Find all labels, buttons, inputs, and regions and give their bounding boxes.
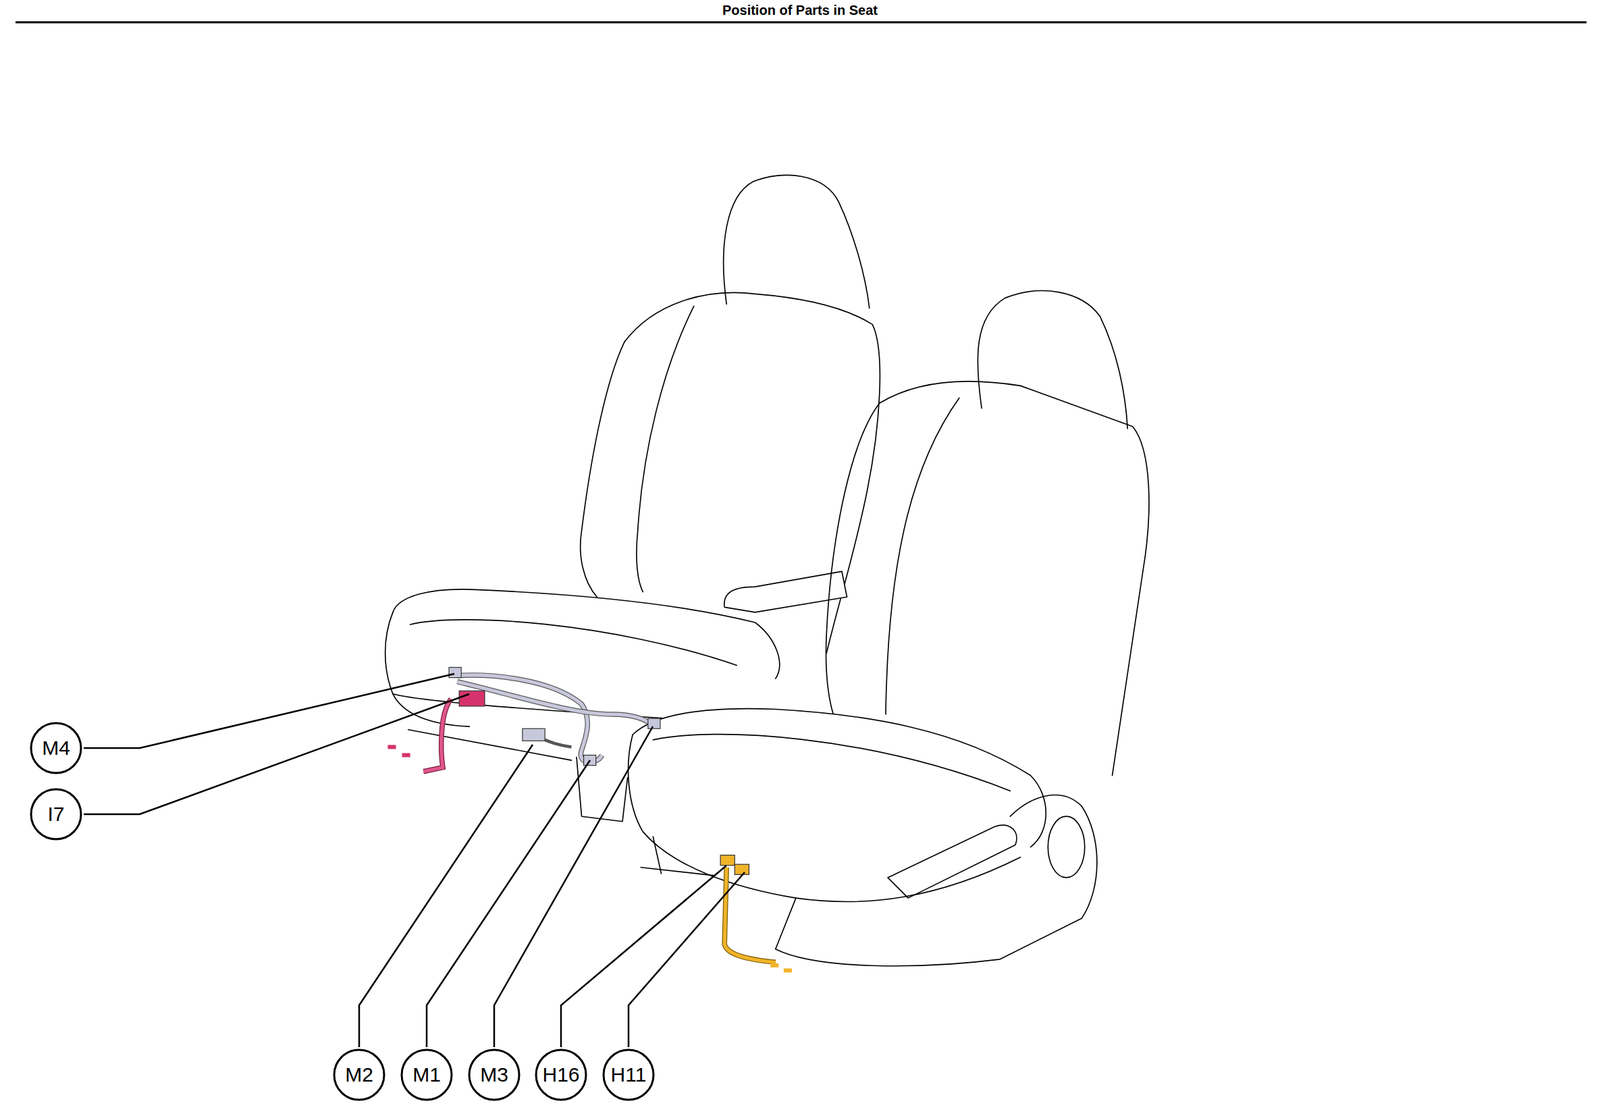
callout-text-wrap: I7 <box>29 787 83 841</box>
cushion-seam <box>652 734 1010 792</box>
cushion-seam <box>410 619 738 666</box>
seat-back-seam <box>636 305 695 592</box>
callout-circle: M2 <box>332 1048 386 1102</box>
seat-back <box>826 381 1150 776</box>
seat-back-seam <box>885 397 960 715</box>
leader-line <box>561 865 727 1048</box>
leader-line <box>359 744 533 1048</box>
circle-outline <box>603 1049 654 1100</box>
leader-line <box>83 673 455 749</box>
recliner-knob <box>1047 816 1085 878</box>
seat-cushion <box>392 589 780 679</box>
seat-cushion <box>628 734 1021 902</box>
callout-text-wrap: M2 <box>332 1048 386 1102</box>
side-panel <box>775 795 1098 967</box>
leader-lines <box>83 673 745 1048</box>
headrest <box>723 174 870 308</box>
callout-circle: M4 <box>29 721 83 775</box>
callout-circle: M1 <box>400 1048 453 1102</box>
callout-text-wrap: M1 <box>400 1048 453 1102</box>
callout-circle: M3 <box>467 1048 521 1102</box>
seat-back <box>624 292 880 653</box>
circle-outline <box>536 1049 586 1100</box>
callout-number: H11 <box>610 1064 647 1085</box>
callout-text-wrap: M3 <box>467 1048 521 1102</box>
seat-drawing <box>385 174 1150 966</box>
circle-outline <box>31 723 82 773</box>
leader-line <box>494 726 653 1048</box>
callout-circle: I7 <box>29 787 83 841</box>
callout-circle: H11 <box>602 1048 655 1102</box>
callout-number: I7 <box>47 804 65 825</box>
callout-circle: H16 <box>534 1048 588 1102</box>
seat-cushion <box>632 708 1046 848</box>
circle-outline <box>401 1049 452 1100</box>
callout-text-wrap: H11 <box>602 1048 655 1102</box>
leader-line <box>83 694 470 815</box>
circle-outline <box>334 1049 385 1100</box>
callout-text-wrap: H16 <box>534 1048 588 1102</box>
seat-rail <box>640 836 715 875</box>
headrest <box>977 290 1128 429</box>
callout-number: H16 <box>542 1064 580 1085</box>
title-rule <box>15 21 1587 24</box>
seat-lever <box>887 824 1017 898</box>
seat-back <box>580 341 625 597</box>
circle-outline <box>31 789 82 840</box>
callout-number: M1 <box>412 1064 441 1085</box>
callout-text-wrap: M4 <box>29 721 83 775</box>
wire-harness <box>387 667 792 973</box>
callout-number: M4 <box>41 737 71 759</box>
leader-line <box>628 872 745 1048</box>
leader-line <box>426 760 591 1048</box>
page-title: Position of Parts in Seat <box>0 2 1600 19</box>
callout-number: M3 <box>480 1064 509 1085</box>
circle-outline <box>469 1049 520 1100</box>
callout-number: M2 <box>344 1064 374 1085</box>
